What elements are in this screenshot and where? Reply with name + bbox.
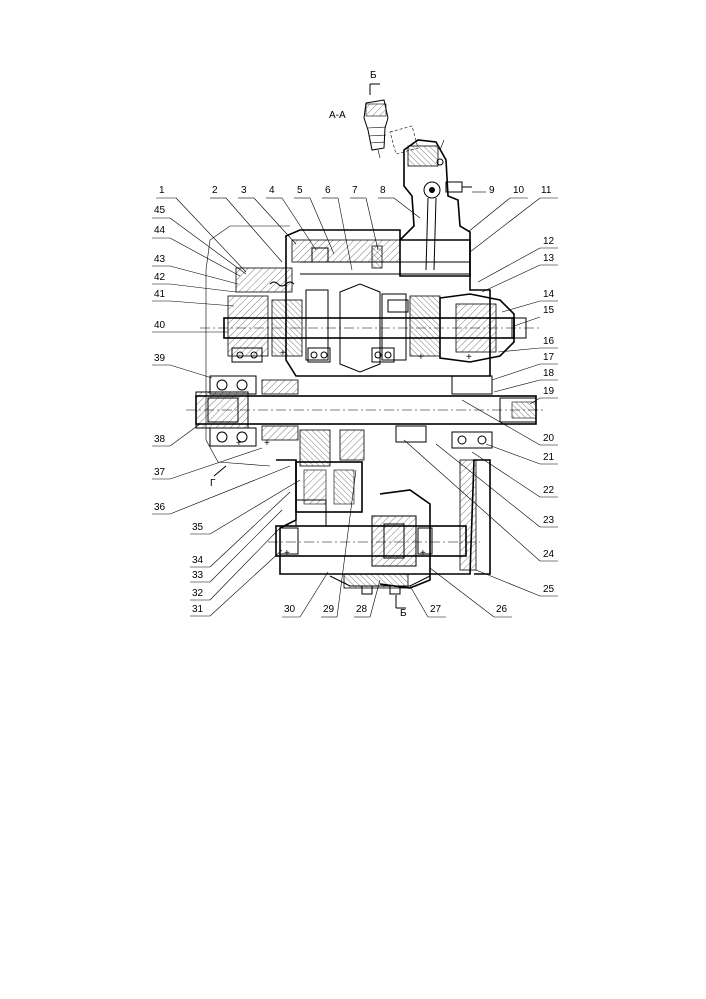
callout: 10 [513, 185, 525, 196]
callout: 12 [543, 236, 555, 247]
callout: 24 [543, 549, 555, 560]
callouts-bottom: 30 29 28 27 26 [282, 469, 512, 618]
callout: 31 [192, 604, 204, 615]
callout: 5 [297, 185, 303, 196]
callout: 43 [154, 254, 166, 265]
upper-bearings [231, 347, 395, 363]
callout: 30 [284, 604, 296, 615]
hidden-outline [205, 225, 290, 467]
callout: 17 [543, 352, 555, 363]
main-shaft: + + [186, 375, 546, 449]
callout: 8 [380, 185, 386, 196]
callout: 34 [192, 555, 204, 566]
callout: 20 [543, 433, 555, 444]
callout: 14 [543, 289, 555, 300]
svg-text:+: + [466, 352, 472, 363]
upper-housing [235, 229, 491, 377]
lower-gears [295, 425, 427, 513]
callout: 2 [212, 185, 218, 196]
callouts-left: 45 44 43 42 41 40 39 38 37 36 35 34 33 3… [152, 205, 301, 617]
callout: 26 [496, 604, 508, 615]
callout: 18 [543, 368, 555, 379]
callout: 38 [154, 434, 166, 445]
callout: 6 [325, 185, 331, 196]
callout: 9 [489, 185, 495, 196]
callout: 33 [192, 570, 204, 581]
bottom-shaft: + + [268, 489, 480, 589]
section-label: А-А [329, 110, 346, 121]
view-label: Г [210, 478, 216, 489]
svg-text:+: + [420, 548, 426, 559]
primary-shaft: + + + [200, 283, 540, 373]
svg-text:+: + [418, 352, 424, 363]
callout: 36 [154, 502, 166, 513]
callout: 13 [543, 253, 555, 264]
callout: 42 [154, 272, 166, 283]
section-aa-detail: А-А Б [329, 70, 419, 159]
callout: 27 [430, 604, 442, 615]
callout: 4 [269, 185, 275, 196]
callout: 37 [154, 467, 166, 478]
svg-text:+: + [236, 438, 242, 449]
svg-text:+: + [264, 438, 270, 449]
callout: 45 [154, 205, 166, 216]
callout: 29 [323, 604, 335, 615]
callout: 7 [352, 185, 358, 196]
callout: 16 [543, 336, 555, 347]
cut-label-bottom: Б [400, 608, 407, 619]
callout: 39 [154, 353, 166, 364]
callout: 35 [192, 522, 204, 533]
callout: 19 [543, 386, 555, 397]
cut-label-top: Б [370, 70, 377, 81]
callout: 41 [154, 289, 166, 300]
svg-text:+: + [280, 348, 286, 359]
callouts-top: 1 2 3 4 5 6 7 8 9 10 11 [156, 185, 558, 273]
callout: 32 [192, 588, 204, 599]
callout: 3 [241, 185, 247, 196]
callout: 28 [356, 604, 368, 615]
callout: 15 [543, 305, 555, 316]
callout: 22 [543, 485, 555, 496]
svg-text:+: + [284, 548, 290, 559]
callout: 44 [154, 225, 166, 236]
callout: 21 [543, 452, 555, 463]
callout: 25 [543, 584, 555, 595]
lower-housing [276, 459, 491, 595]
callout: 40 [154, 320, 166, 331]
callout: 23 [543, 515, 555, 526]
callout: 11 [541, 185, 552, 196]
callout: 1 [159, 185, 165, 196]
callouts-right: 12 13 14 15 16 17 18 19 20 21 22 23 24 2… [403, 236, 558, 597]
shift-lever-housing [399, 139, 472, 277]
